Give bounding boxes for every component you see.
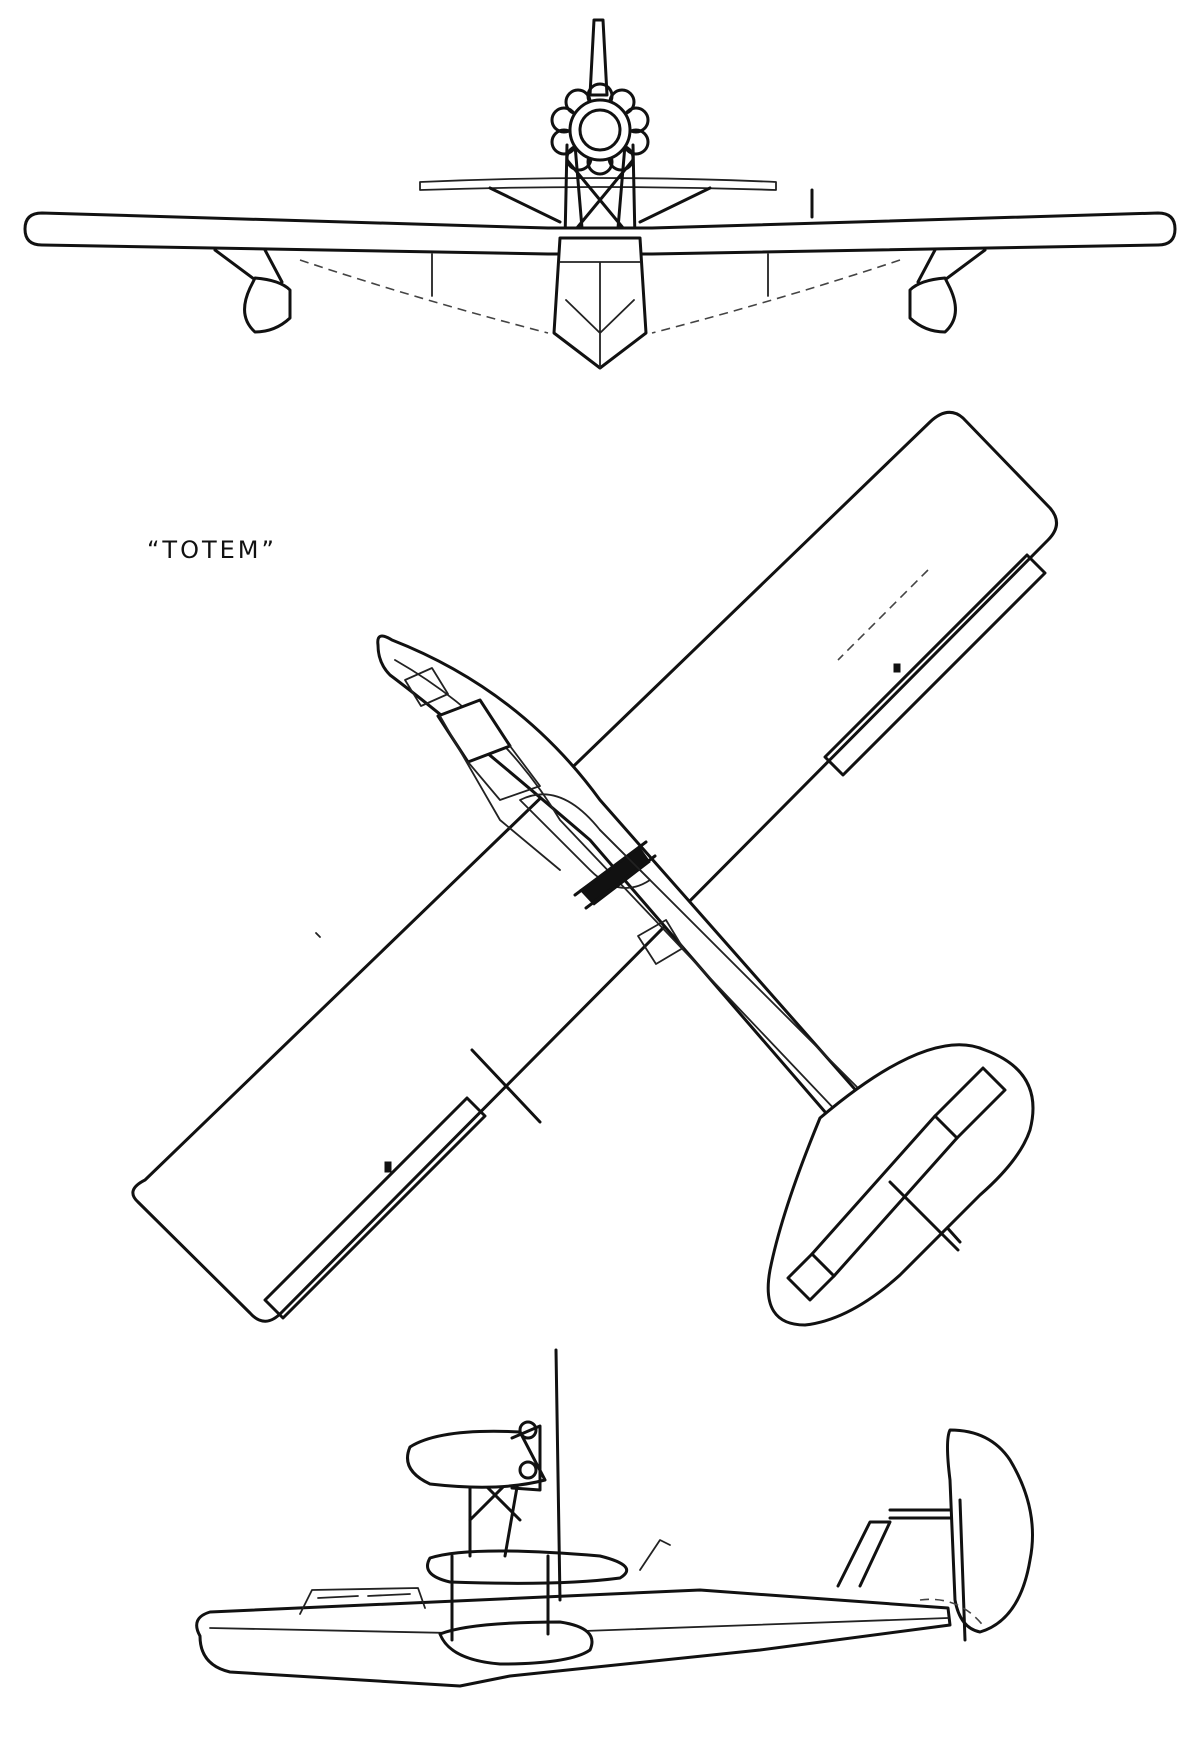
- front-view: [23, 18, 1177, 370]
- side-view: [195, 1348, 1034, 1688]
- top-view: [131, 410, 1058, 1327]
- drawing-title: “TOTEM”: [147, 536, 277, 564]
